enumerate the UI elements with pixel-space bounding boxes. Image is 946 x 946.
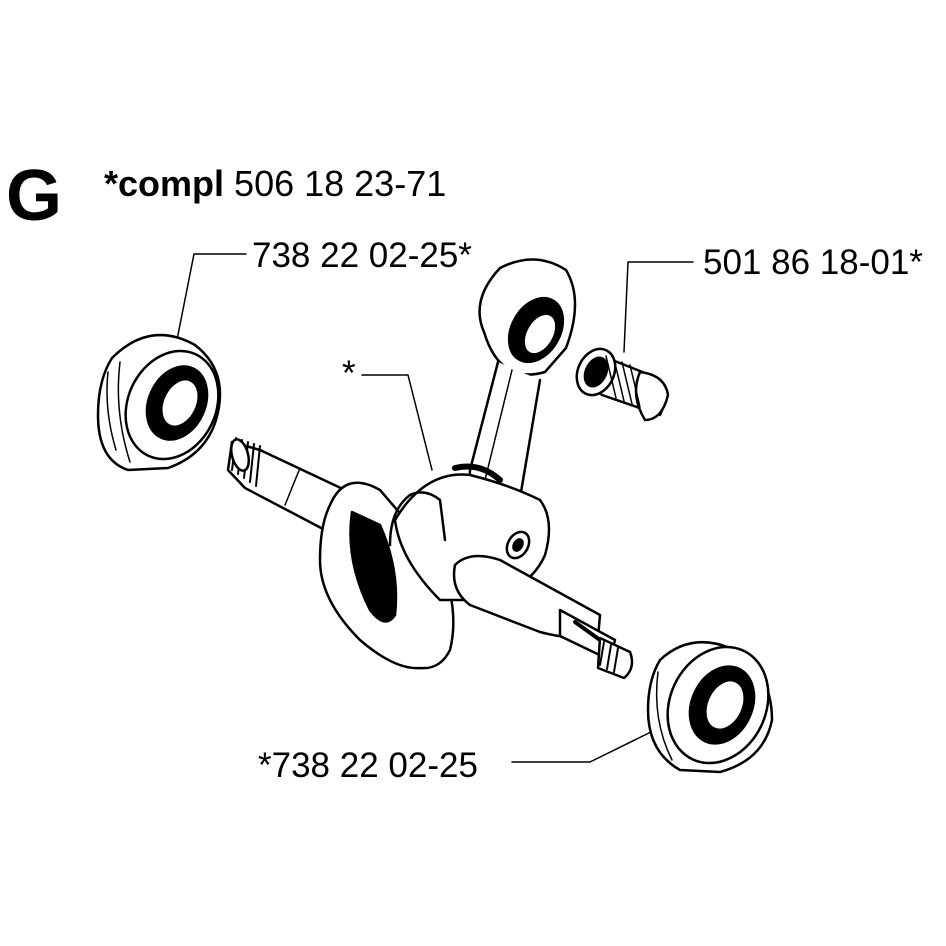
- leader-upper-bearing: [174, 253, 247, 351]
- upper-bearing: [96, 333, 222, 472]
- assembly-header: *compl 506 18 23-71: [104, 166, 446, 202]
- leader-needle-bearing: [623, 261, 694, 353]
- callout-needle-bearing: 501 86 18-01*: [703, 243, 923, 282]
- leader-crankshaft: [361, 374, 433, 471]
- callout-lower-bearing: *738 22 02-25: [258, 746, 478, 785]
- callout-upper-bearing: 738 22 02-25*: [252, 236, 472, 275]
- needle-bearing: [575, 347, 670, 422]
- leader-lines: [174, 253, 694, 763]
- section-letter: G: [6, 156, 63, 236]
- right-shaft: [452, 554, 634, 680]
- assembly-part-number: 506 18 23-71: [234, 163, 447, 204]
- leader-lower-bearing: [511, 729, 656, 763]
- lower-bearing: [646, 640, 774, 774]
- callout-crankshaft: *: [342, 354, 356, 393]
- assembly-prefix: *compl: [104, 163, 225, 204]
